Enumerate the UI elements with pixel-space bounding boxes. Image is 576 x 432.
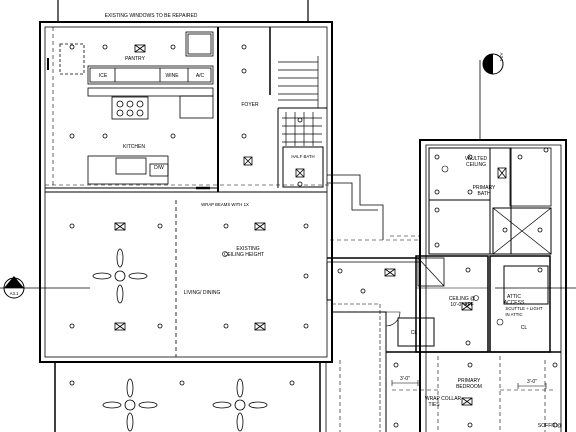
- label-pantry: PANTRY: [125, 56, 145, 62]
- label-wine: WINE: [165, 73, 179, 79]
- label-living-dining: LIVING/ DINING: [184, 290, 221, 296]
- windows-note: EXISTING WINDOWS TO BE REPAIRED: [105, 13, 198, 19]
- label-soffit: SOFFIT @: [538, 423, 562, 429]
- section-marker-top: A3.1: [479, 53, 504, 140]
- section-tag-top: A3.1: [499, 53, 504, 62]
- kitchen-casework: [47, 31, 214, 190]
- ceiling-fan-icon: [92, 248, 148, 304]
- stairs: [278, 56, 322, 146]
- dimension-lines: [391, 380, 547, 389]
- label-vaulted-2: CEILING: [466, 162, 486, 168]
- label-existing-ceiling-2: CEILING HEIGHT: [224, 252, 264, 258]
- ceiling-lights: [69, 44, 558, 428]
- ceiling-fan-icon: [212, 378, 268, 432]
- section-marker-left: A3.1: [0, 276, 90, 299]
- label-ceiling-aff-1: CEILING @: [449, 296, 475, 302]
- door-swings: [222, 165, 504, 327]
- dim-left: 3'-0": [400, 376, 410, 382]
- label-attic-1: ATTIC: [507, 294, 521, 300]
- label-attic-2: ACCESS: [504, 300, 525, 306]
- label-wrap-collar-2: TIES: [428, 402, 440, 408]
- label-foyer: FOYER: [241, 102, 259, 108]
- label-ceiling-aff-2: 10'-0" AFF: [450, 302, 473, 308]
- label-attic-4: IN ATTIC: [505, 312, 522, 317]
- label-closet-2: CL: [521, 325, 528, 331]
- label-attic-3: SCUTTLE + LIGHT: [505, 306, 543, 311]
- label-ice: ICE: [99, 73, 108, 79]
- label-wrap-beams: WRAP BEAMS WITH 1X: [201, 202, 249, 207]
- label-primary-bath-2: BATH: [478, 191, 491, 197]
- label-existing-ceiling-1: EXISTING: [236, 246, 259, 252]
- exhaust-fans: [114, 44, 507, 406]
- label-half-bath: HALF BATH: [291, 154, 314, 159]
- label-kitchen: KITCHEN: [123, 144, 145, 150]
- label-ac: A/C: [196, 73, 205, 79]
- label-primary-bedroom-2: BEDROOM: [456, 384, 482, 390]
- label-primary-bedroom-1: PRIMARY: [458, 378, 481, 384]
- label-vaulted-1: VAULTED: [465, 156, 488, 162]
- walls: [39, 0, 567, 432]
- label-dw: D/W: [154, 165, 164, 171]
- label-closet-1: CL: [411, 330, 418, 336]
- ceiling-fan-icon: [102, 378, 158, 432]
- dim-right: 3'-0": [527, 379, 537, 385]
- section-tag-left: A3.1: [10, 291, 19, 296]
- soffit-dashed-lines: [45, 27, 555, 432]
- label-wrap-collar-1: WRAP COLLAR: [425, 396, 462, 402]
- label-primary-bath-1: PRIMARY: [473, 185, 496, 191]
